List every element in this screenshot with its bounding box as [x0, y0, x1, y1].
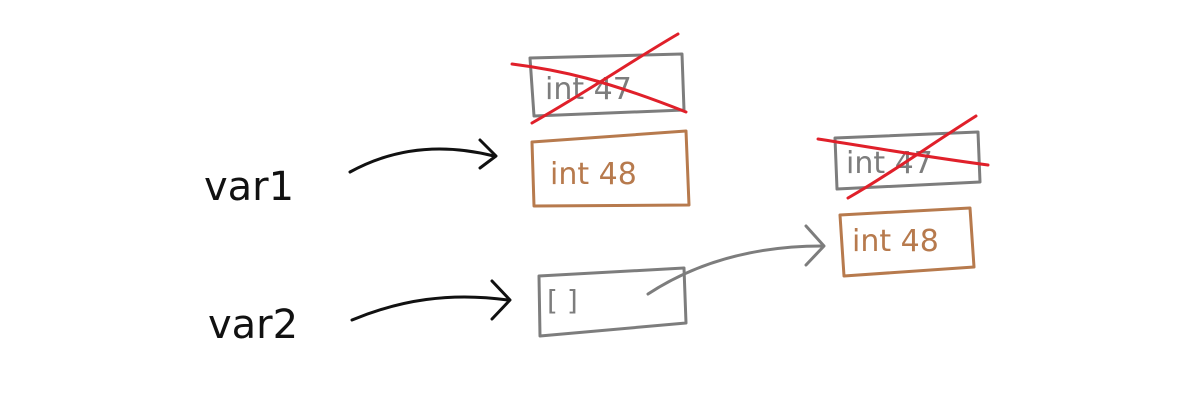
- left-old-strike-1: [510, 62, 688, 114]
- var1-arrow: [348, 147, 496, 174]
- list-reference-arrow-head: [804, 224, 826, 267]
- left-new-int-text: int 48: [550, 157, 637, 192]
- left-new-int-box: [530, 129, 691, 208]
- left-old-strike-2: [530, 32, 680, 125]
- right-old-int-box: [833, 130, 982, 191]
- list-reference-arrow: [646, 244, 824, 296]
- right-new-int-box: [838, 206, 976, 278]
- var2-arrow: [350, 295, 510, 322]
- var2-arrow-head: [490, 279, 512, 321]
- list-box: [537, 266, 688, 338]
- var1-arrow-head: [478, 138, 498, 170]
- var1-label: var1: [204, 164, 294, 210]
- right-new-int-text: int 48: [852, 224, 939, 259]
- var2-label: var2: [208, 302, 298, 348]
- list-box-text: [ ]: [547, 284, 578, 317]
- right-old-strike-2: [846, 114, 978, 200]
- right-old-strike-1: [816, 137, 990, 167]
